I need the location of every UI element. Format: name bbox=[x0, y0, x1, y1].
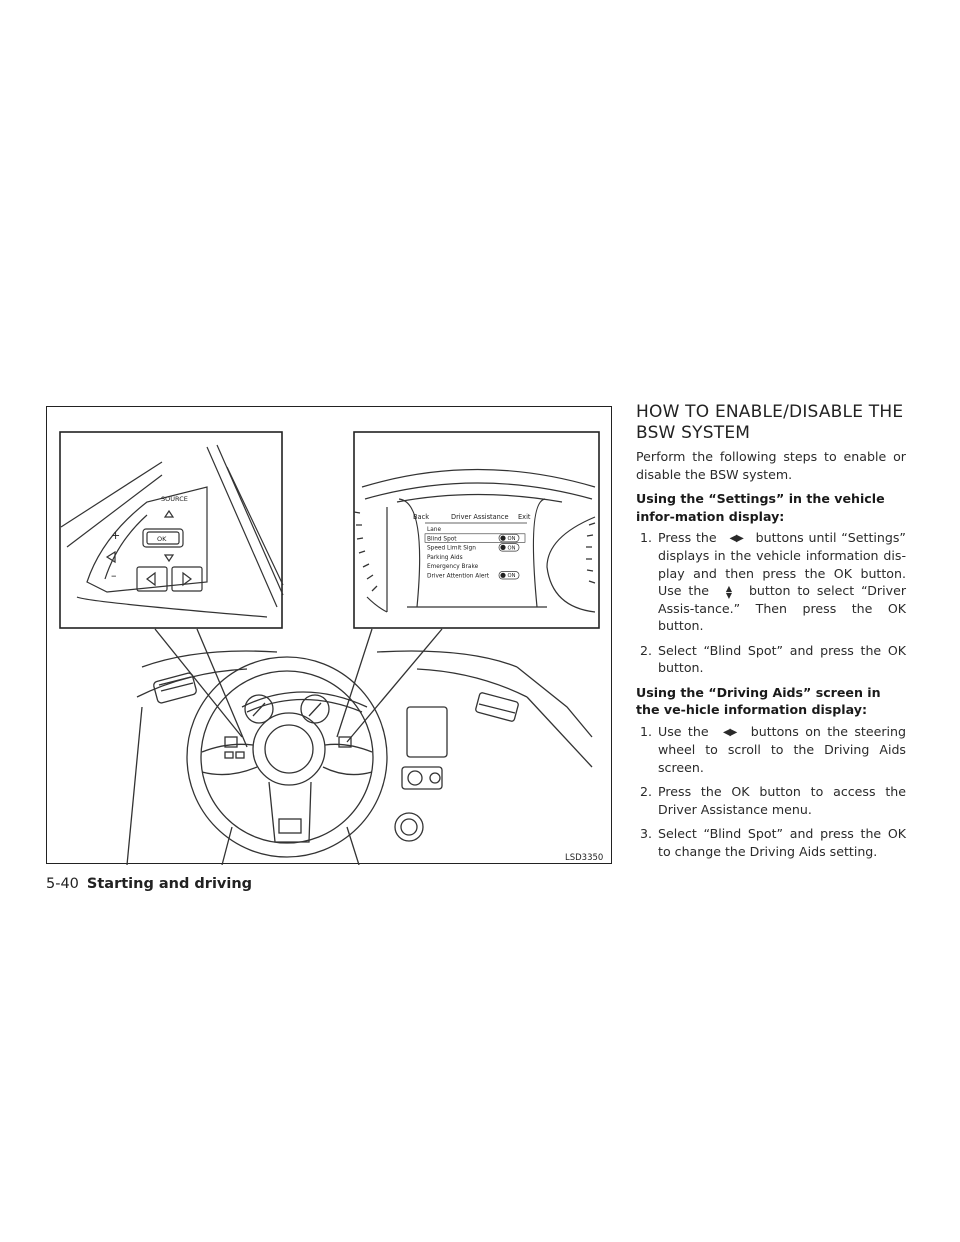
plus-label: + bbox=[111, 529, 120, 542]
settings-step-1: 1. Press the ◀▶ buttons until “Settings”… bbox=[640, 530, 906, 634]
toggle-knob bbox=[500, 544, 506, 550]
display-menu-item: Emergency Brake bbox=[427, 564, 479, 570]
driving-aids-step-3: 3. Select “Blind Spot” and press the OK … bbox=[640, 826, 906, 859]
display-exit: Exit bbox=[518, 513, 531, 521]
toggle-pill bbox=[498, 533, 520, 543]
driving-aids-step-2: 2. Press the OK button to access the Dri… bbox=[640, 784, 906, 817]
display-menu-item: Blind Spot bbox=[427, 536, 457, 542]
left-right-arrows-icon: ◀▶ bbox=[722, 726, 737, 738]
toggle-pill bbox=[498, 543, 520, 552]
toggle-state-label: ON bbox=[508, 536, 516, 542]
section-heading: HOW TO ENABLE/DISABLE THE BSW SYSTEM bbox=[636, 402, 904, 443]
display-menu-item: Speed Limit Sign bbox=[427, 546, 476, 552]
minus-label: – bbox=[111, 569, 117, 582]
toggle-state-label: ON bbox=[508, 545, 516, 551]
source-label: SOURCE bbox=[161, 495, 188, 503]
settings-step-2: 2. Select “Blind Spot” and press the OK … bbox=[640, 642, 906, 676]
page-footer: 5-40 Starting and driving bbox=[46, 876, 252, 892]
toggle-pill bbox=[498, 571, 520, 580]
driving-aids-subheading: Using the “Driving Aids” screen in the v… bbox=[636, 684, 881, 718]
display-menu-item: Parking Aids bbox=[427, 555, 463, 561]
toggle-knob bbox=[500, 572, 506, 578]
display-back: Back bbox=[413, 513, 429, 521]
driving-aids-step-1: 1. Use the ◀▶ buttons on the steering wh… bbox=[640, 723, 906, 775]
ok-label: OK bbox=[157, 535, 167, 543]
steering-wheel-illustration: SOURCE OK + – Back Driver Assistance Exi… bbox=[59, 431, 603, 865]
left-right-arrows-icon: ◀▶ bbox=[729, 532, 743, 544]
page-number: 5-40 bbox=[46, 876, 79, 892]
illustration-figure: SOURCE OK + – Back Driver Assistance Exi… bbox=[46, 406, 612, 865]
figure-code: LSD3350 bbox=[565, 853, 603, 863]
menu-selection-highlight bbox=[424, 533, 526, 543]
display-menu-item: Driver Attention Alert bbox=[427, 574, 490, 580]
instruction-column: HOW TO ENABLE/DISABLE THE BSW SYSTEM Per… bbox=[636, 402, 906, 867]
display-title: Driver Assistance bbox=[451, 513, 509, 521]
toggle-state-label: ON bbox=[508, 573, 516, 579]
display-menu-item: Lane bbox=[427, 527, 441, 533]
toggle-knob bbox=[500, 535, 506, 541]
intro-paragraph: Perform the following steps to enable or… bbox=[636, 449, 906, 482]
footer-section-title: Starting and driving bbox=[86, 876, 253, 892]
settings-subheading: Using the “Settings” in the vehicle info… bbox=[636, 491, 885, 524]
up-down-arrows-icon: ▲▼ bbox=[725, 583, 733, 600]
